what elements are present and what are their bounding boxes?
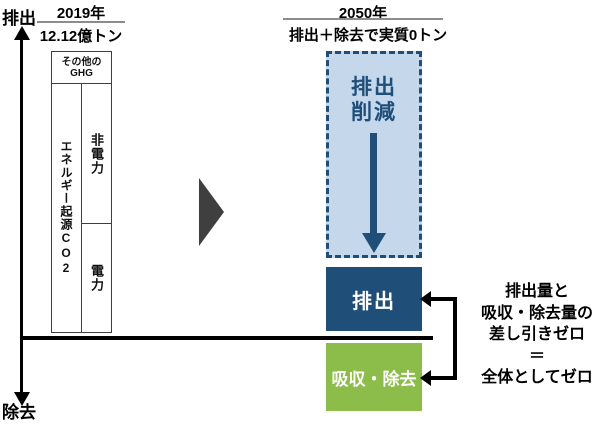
annotation-line: 吸収・除去量の <box>480 304 593 322</box>
removal-axis-label: 除去 <box>2 403 36 422</box>
energy-co2-label: エネルギー起源CO2 <box>59 140 73 276</box>
emission-box: 排出 <box>326 267 422 331</box>
non-power-box: 非電力 <box>81 83 112 224</box>
annotation-line: ＝ <box>528 347 545 365</box>
zero-baseline <box>21 336 433 340</box>
reduction-label: 排出 削減 <box>351 76 397 124</box>
removal-box: 吸収・除去 <box>326 343 422 411</box>
removal-label: 吸収・除去 <box>331 369 417 389</box>
axis-arrow-down-icon <box>14 392 30 406</box>
bracket-arrow-top-icon <box>420 291 431 307</box>
non-power-label: 非電力 <box>89 132 104 175</box>
bracket-vertical-line <box>453 297 457 380</box>
bracket-bottom-line <box>430 376 457 380</box>
transition-arrow-icon <box>199 178 224 246</box>
year-2050-underline <box>283 18 443 20</box>
bracket-arrow-bottom-icon <box>420 370 431 386</box>
year-2050-title: 2050年 <box>338 5 388 22</box>
year-2019-title: 2019年 <box>56 5 106 22</box>
year-2050-subtitle: 排出＋除去で実質0トン <box>288 27 448 44</box>
power-label: 電力 <box>89 264 104 292</box>
emission-label: 排出 <box>352 290 396 313</box>
net-zero-annotation: 排出量と 吸収・除去量の 差し引きゼロ ＝ 全体としてゼロ <box>478 281 596 389</box>
reduction-down-arrowhead-icon <box>362 233 386 253</box>
other-ghg-box: その他の GHG <box>51 51 112 84</box>
year-2019-underline <box>37 21 125 23</box>
annotation-line: 全体としてゼロ <box>481 369 593 386</box>
reduction-down-arrow-icon <box>370 133 377 233</box>
annotation-line: 差し引きゼロ <box>488 326 585 343</box>
emission-axis-label: 排出 <box>2 9 36 28</box>
bracket-top-line <box>430 297 457 301</box>
energy-co2-box: エネルギー起源CO2 <box>51 83 82 333</box>
power-box: 電力 <box>81 223 112 333</box>
annotation-line: 排出量と <box>504 283 569 300</box>
other-ghg-label: その他の GHG <box>61 56 102 79</box>
y-axis-line <box>20 38 23 394</box>
axis-arrow-up-icon <box>14 26 30 40</box>
year-2019-amount: 12.12億トン <box>39 28 123 45</box>
